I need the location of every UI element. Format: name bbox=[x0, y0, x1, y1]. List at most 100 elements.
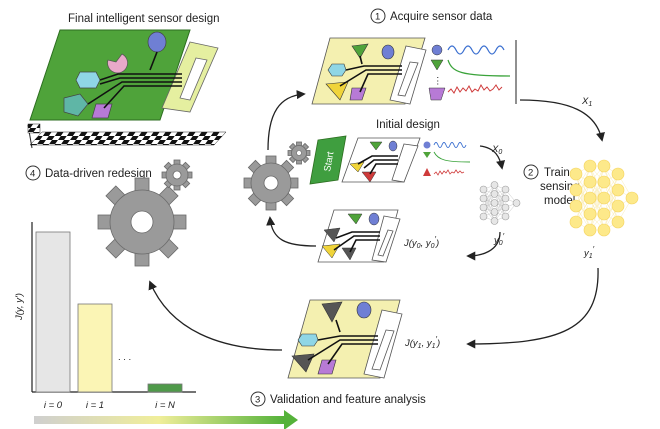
big-nn-edge bbox=[575, 181, 591, 223]
progress-gradient-arrow-head bbox=[284, 410, 298, 429]
progress-gradient-arrow-bar bbox=[34, 416, 284, 424]
small-nn-node bbox=[479, 194, 488, 203]
big-nn-edge bbox=[603, 173, 619, 215]
final-design-blue-sensor bbox=[147, 31, 167, 53]
small-nn-node bbox=[490, 199, 499, 207]
step3-label: Validation and feature analysis bbox=[270, 394, 426, 406]
small-nn-edge bbox=[494, 189, 506, 213]
small-nn-edge bbox=[483, 184, 495, 217]
j0-dark-sensor bbox=[341, 247, 357, 261]
start-label: Start bbox=[322, 150, 336, 172]
acquire-yellow-sensor bbox=[325, 81, 349, 101]
step2-label-line1: Train bbox=[544, 167, 570, 179]
big-nn-edge bbox=[575, 165, 591, 223]
j1-label: J(y1, y1′) bbox=[404, 335, 440, 350]
big-nn-node bbox=[611, 167, 625, 181]
small-nn-node bbox=[490, 217, 499, 225]
y1-prime-label: y1′ bbox=[583, 245, 595, 260]
arrow-model-to-j0 bbox=[466, 231, 501, 261]
acquire-blue-sensor bbox=[381, 44, 395, 60]
small-nn-edge bbox=[494, 198, 506, 222]
validation-dark-sensor bbox=[291, 353, 315, 373]
chart-bar-2 bbox=[147, 383, 183, 393]
big-nn-node bbox=[597, 191, 611, 205]
small-nn-edge bbox=[494, 189, 506, 222]
final-design-pink-sensor bbox=[107, 53, 128, 74]
big-nn-node bbox=[583, 191, 597, 205]
final-design-cyan-sensor bbox=[75, 71, 101, 89]
green-decay-signal bbox=[447, 59, 511, 77]
big-nn-node bbox=[583, 223, 597, 237]
j0-blue-sensor bbox=[368, 212, 380, 226]
big-nn-node bbox=[611, 215, 625, 229]
big-nn-edge bbox=[603, 173, 619, 231]
initial-green-sensor bbox=[369, 141, 383, 151]
acquire-signals: ⋮ bbox=[428, 40, 517, 104]
big-nn-edge bbox=[589, 181, 605, 231]
final-design-teal-sensor bbox=[63, 93, 89, 117]
small-nn-node bbox=[490, 181, 499, 189]
big-nn-node bbox=[569, 183, 583, 197]
validation-gray-sensor bbox=[321, 301, 343, 323]
step4-label: Data-driven redesign bbox=[45, 168, 152, 180]
small-nn-node bbox=[501, 212, 510, 221]
acquire-cyan-sensor bbox=[327, 63, 347, 77]
redesign-gear-large bbox=[97, 177, 187, 267]
center-gear-small bbox=[287, 141, 311, 165]
initial-board bbox=[341, 137, 421, 183]
chart-dots: . . . bbox=[118, 352, 131, 363]
x0-label: X0 bbox=[491, 144, 502, 156]
big-nn-node bbox=[583, 175, 597, 189]
acquire-green-sensor bbox=[351, 43, 369, 59]
arrow-validation-to-redesign bbox=[148, 280, 283, 351]
big-nn-node bbox=[569, 167, 583, 181]
j0-label: J(y0, y0′) bbox=[403, 235, 439, 250]
small-nn-node bbox=[479, 203, 488, 212]
big-nn-node bbox=[597, 207, 611, 221]
small-nn-node bbox=[479, 212, 488, 221]
big-nn-node bbox=[583, 159, 597, 173]
small-nn-node bbox=[501, 203, 510, 212]
arrow-acquire-to-model bbox=[519, 99, 605, 142]
small-nn-node bbox=[479, 185, 488, 194]
center-gear-large bbox=[243, 155, 299, 211]
redesign-gear-small bbox=[161, 159, 193, 191]
big-nn-node bbox=[597, 175, 611, 189]
step3-number: 3 bbox=[255, 395, 260, 406]
step4-number: 4 bbox=[30, 169, 35, 180]
y0-prime-label: y0′ bbox=[493, 232, 505, 247]
big-nn-node bbox=[611, 199, 625, 213]
j0-gray-sensor bbox=[323, 227, 341, 243]
big-nn-edge bbox=[603, 189, 619, 231]
small-nn-node bbox=[490, 208, 499, 216]
acquire-vdots: ⋮ bbox=[433, 76, 443, 87]
step3-number-circle bbox=[250, 391, 266, 407]
chart-y-label: J(y, y') bbox=[14, 293, 25, 321]
final-design-board bbox=[29, 29, 219, 121]
acquire-board bbox=[311, 37, 427, 105]
step1-number: 1 bbox=[375, 12, 380, 23]
big-nn-node bbox=[583, 207, 597, 221]
large-neural-network bbox=[569, 159, 639, 237]
big-nn-edge bbox=[575, 165, 591, 207]
step2-number-circle bbox=[523, 164, 539, 180]
chart-tick-1: i = 1 bbox=[86, 400, 104, 411]
step2-number: 2 bbox=[528, 168, 533, 179]
big-nn-node bbox=[625, 191, 639, 205]
big-nn-node bbox=[569, 199, 583, 213]
final-design-title: Final intelligent sensor design bbox=[68, 13, 220, 25]
j0-green-sensor bbox=[347, 213, 363, 225]
chart-bar-0 bbox=[35, 231, 71, 393]
validation-cyan-sensor bbox=[297, 333, 319, 347]
chart-tick-2: i = N bbox=[155, 400, 175, 411]
arrow-gear-to-acquire bbox=[267, 90, 306, 151]
start-sign: Start bbox=[309, 135, 347, 185]
validation-board bbox=[287, 299, 403, 379]
step2-label-line3: model bbox=[544, 195, 575, 207]
step1-label: Acquire sensor data bbox=[390, 11, 493, 23]
finish-line bbox=[27, 123, 227, 149]
blue-sine-signal bbox=[447, 45, 505, 55]
x1-label: X1 bbox=[581, 96, 592, 108]
